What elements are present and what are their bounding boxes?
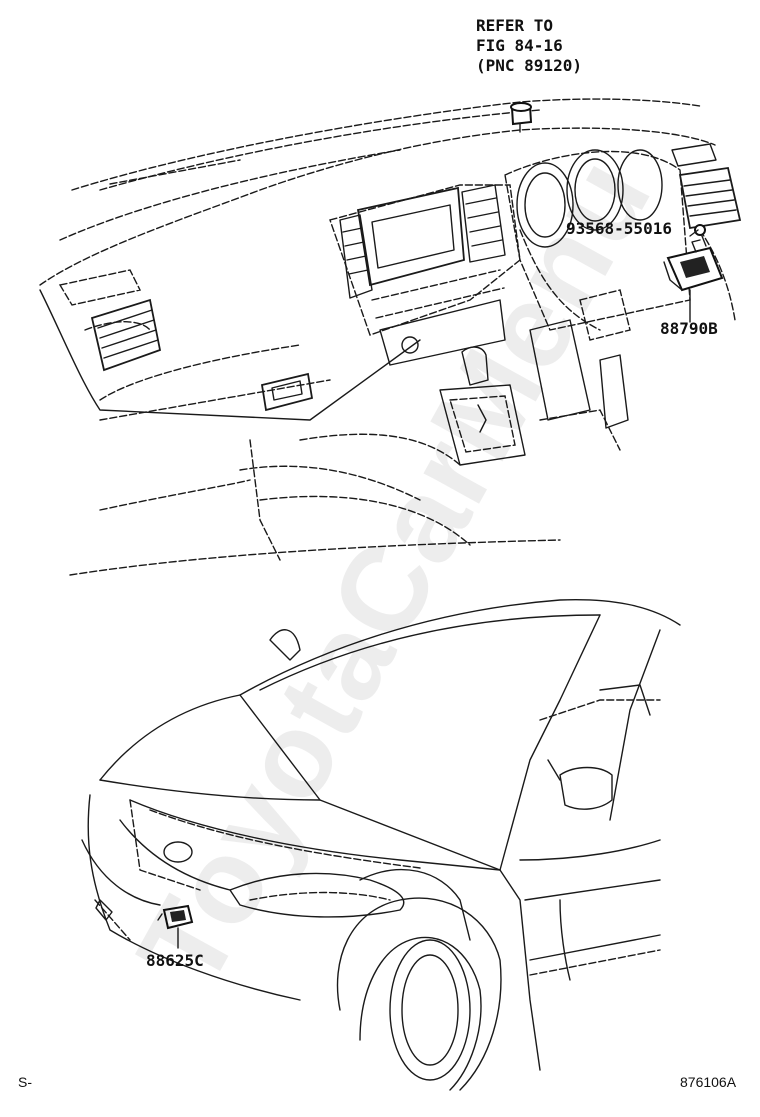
figure-code: 876106A [680, 1074, 737, 1090]
refer-callout-line-3: (PNC 89120) [476, 56, 582, 75]
ecu-part-number[interactable]: 88790B [660, 319, 718, 338]
ecu-module-part [663, 239, 724, 292]
instrument-cluster [504, 149, 691, 451]
shift-lever-area [239, 346, 526, 561]
screw-part-number[interactable]: 93568-55016 [566, 219, 672, 238]
refer-callout-line-2: FIG 84-16 [476, 36, 563, 55]
sensor-part [157, 904, 194, 930]
center-console [329, 184, 521, 366]
corner-left-code: S- [18, 1074, 32, 1090]
vehicle-front-illustration [81, 598, 681, 1091]
dashboard-illustration [39, 98, 742, 576]
refer-callout-line-1: REFER TO [476, 16, 554, 35]
screw-part [694, 224, 707, 247]
left-air-vent [90, 298, 162, 372]
screw-leader-line [689, 229, 699, 237]
dash-clip-part [510, 102, 533, 133]
right-air-vent [671, 143, 742, 230]
sensor-part-number[interactable]: 88625C [146, 951, 204, 970]
